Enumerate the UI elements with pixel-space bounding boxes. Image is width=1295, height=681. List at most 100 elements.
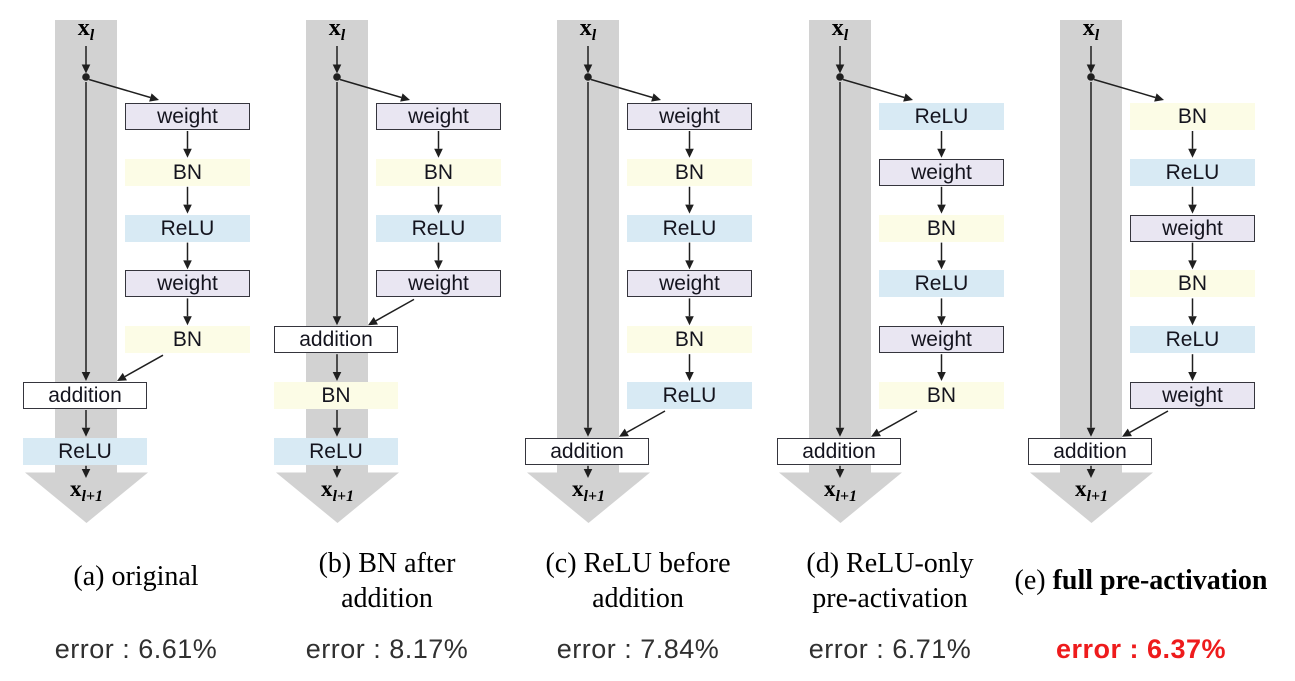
side-edge-2-arrowhead [937, 260, 946, 270]
caption-line: addition [592, 583, 684, 614]
relu-box: ReLU [627, 214, 752, 242]
branch-edge-line [590, 78, 653, 99]
input-label-base: x [328, 15, 341, 41]
output-edge-arrowhead [332, 469, 342, 478]
merge-edge-line [375, 298, 415, 322]
bn-box: BN [125, 326, 250, 354]
side-edge-2-arrowhead [434, 260, 443, 270]
output-label-subscript: l+1 [835, 488, 858, 505]
output-edge-arrowhead [1086, 469, 1096, 478]
input-label-base: x [579, 15, 592, 41]
addition-box: addition [23, 382, 147, 409]
caption-prefix: (e) [1014, 565, 1053, 596]
caption-line: (c) ReLU before [545, 548, 731, 579]
branch-edge-line [1093, 78, 1156, 99]
caption-a: (a) original [0, 559, 331, 594]
weight-box: weight [125, 270, 250, 298]
side-edge-0-arrowhead [685, 148, 694, 158]
side-edge-4-arrowhead [685, 372, 694, 381]
output-edge-arrowhead [835, 469, 845, 478]
shortcut-edge-arrowhead [583, 427, 593, 437]
input-label-base: x [1082, 15, 1095, 41]
diagram-lines-e [1030, 20, 1197, 523]
caption-line: (d) ReLU-only [806, 548, 974, 579]
shortcut-edge-arrowhead [1086, 427, 1096, 437]
input-edge-arrowhead [583, 64, 593, 74]
input-label-subscript: l [89, 27, 95, 44]
relu-box: ReLU [1130, 158, 1255, 186]
output-label: xl+1 [23, 477, 150, 505]
output-label: xl+1 [777, 477, 904, 505]
error-label-c: error : 7.84% [556, 634, 720, 664]
weight-box: weight [376, 270, 501, 298]
relu-box: ReLU [1130, 326, 1255, 354]
input-label-subscript: l [591, 27, 597, 44]
output-edge-arrowhead [81, 469, 91, 478]
caption-line: addition [341, 583, 433, 614]
output-label: xl+1 [1028, 477, 1155, 505]
relu-box: ReLU [376, 214, 501, 242]
branch-edge-arrowhead [149, 93, 159, 102]
addition-box: addition [777, 437, 901, 465]
error-label-b: error : 8.17% [305, 634, 469, 664]
input-label-subscript: l [1094, 27, 1100, 44]
side-edge-4-arrowhead [937, 372, 946, 381]
side-edge-3-arrowhead [685, 316, 694, 326]
trunk-edge-0-arrowhead [332, 372, 342, 381]
output-label-subscript: l+1 [332, 488, 355, 505]
output-label-subscript: l+1 [81, 488, 104, 505]
weight-box: weight [376, 103, 501, 130]
side-edge-0-arrowhead [183, 148, 192, 158]
bn-box: BN [125, 158, 250, 186]
bn-box: BN [879, 214, 1004, 242]
output-label-base: x [320, 476, 333, 501]
input-edge-arrowhead [1086, 64, 1096, 74]
branch-edge-arrowhead [400, 93, 410, 102]
input-label: xl [809, 16, 871, 44]
branch-edge-line [88, 78, 151, 99]
input-label: xl [55, 16, 117, 44]
bn-box: BN [1130, 270, 1255, 298]
side-edge-0-arrowhead [1188, 148, 1197, 158]
weight-box: weight [1130, 214, 1255, 242]
input-label-subscript: l [843, 27, 849, 44]
weight-box: weight [1130, 382, 1255, 409]
bn-box: BN [879, 382, 1004, 409]
side-edge-1-arrowhead [685, 204, 694, 214]
bn-box: BN [627, 326, 752, 354]
side-edge-2-arrowhead [1188, 260, 1197, 270]
relu-box: ReLU [879, 270, 1004, 298]
side-edge-3-arrowhead [183, 316, 192, 326]
error-label-a: error : 6.61% [54, 634, 218, 664]
branch-dot [333, 73, 341, 81]
output-label: xl+1 [274, 476, 401, 505]
shortcut-edge-arrowhead [835, 427, 845, 437]
error-label-e: error : 6.37% [1055, 634, 1227, 664]
bn-box: BN [1130, 103, 1255, 130]
branch-edge-arrowhead [651, 93, 661, 102]
side-edge-1-arrowhead [1188, 204, 1197, 214]
branch-edge-line [842, 78, 905, 99]
shortcut-edge-arrowhead [81, 372, 91, 381]
output-edge-arrowhead [583, 469, 593, 478]
shortcut-edge-arrowhead [332, 316, 342, 326]
side-edge-3-arrowhead [937, 316, 946, 326]
side-edge-2-arrowhead [183, 260, 192, 270]
trunk-edge-0-arrowhead [81, 427, 91, 437]
diagram-lines-c [527, 20, 694, 523]
relu-box: ReLU [627, 382, 752, 409]
input-edge-arrowhead [835, 64, 845, 74]
input-label: xl [557, 15, 619, 44]
caption-line: pre-activation [812, 583, 968, 614]
bn-box: BN [627, 158, 752, 186]
relu-box: ReLU [274, 437, 398, 465]
output-label-base: x [571, 476, 584, 501]
side-edge-0-arrowhead [434, 148, 443, 158]
caption-c: (c) ReLU before addition [443, 546, 833, 616]
error-label-d: error : 6.71% [808, 634, 972, 664]
merge-edge-line [1129, 410, 1169, 434]
